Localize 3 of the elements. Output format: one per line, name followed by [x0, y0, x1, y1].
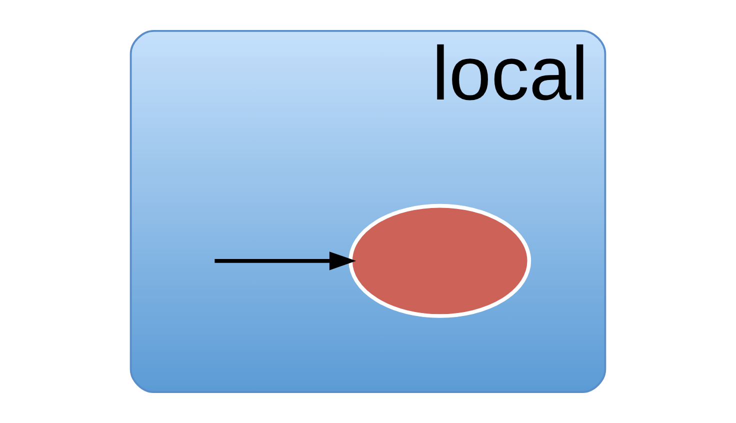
arrow: [214, 252, 356, 270]
cluster: local: [130, 30, 606, 393]
node-ellipse: [348, 204, 532, 318]
